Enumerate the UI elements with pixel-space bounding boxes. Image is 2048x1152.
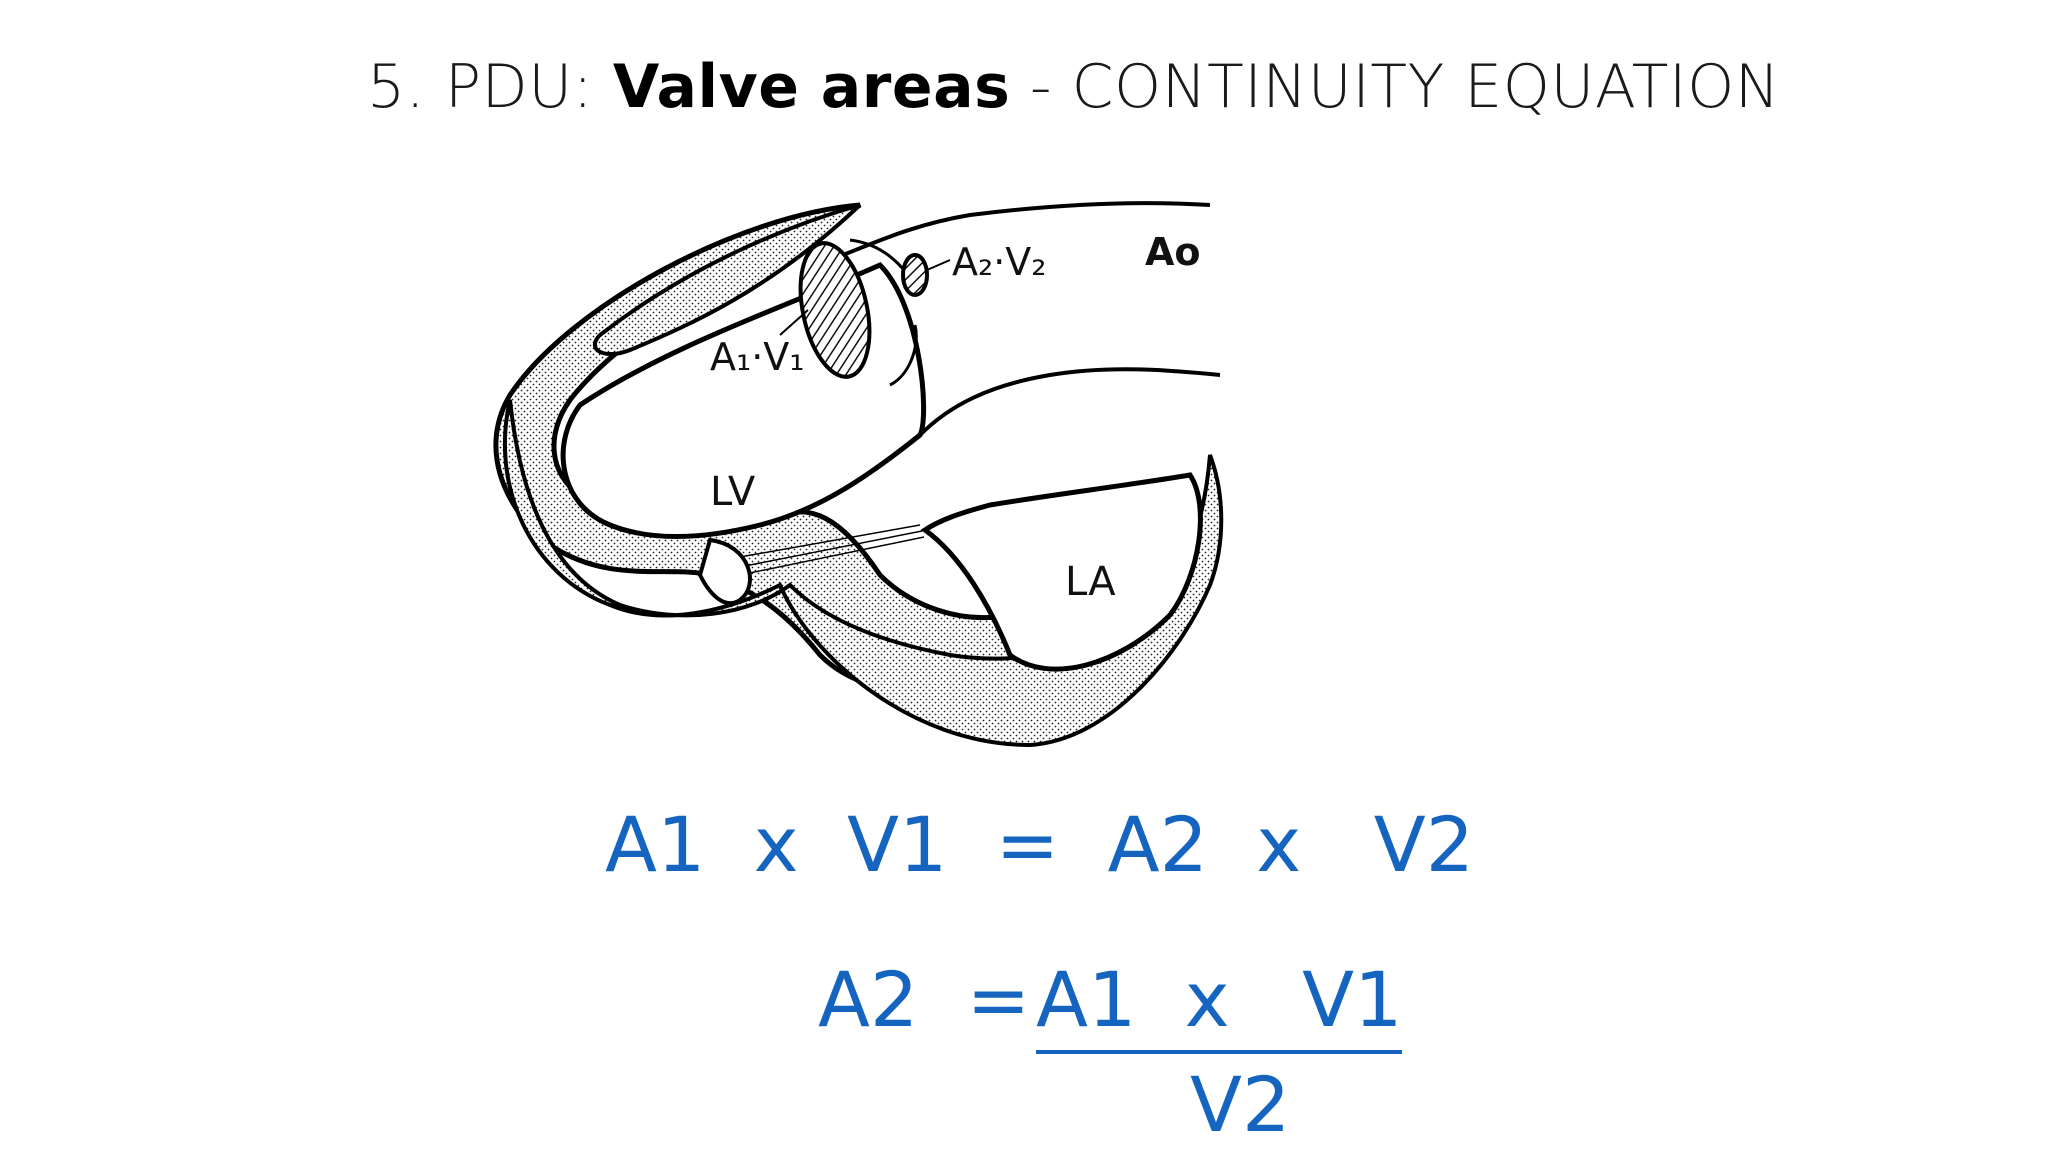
title-bold: Valve areas (612, 52, 1011, 122)
label-la: LA (1065, 559, 1116, 605)
label-lv: LV (710, 469, 756, 515)
label-ao: Ao (1145, 230, 1201, 274)
heart-diagram: LV LA Ao A₁·V₁ A₂·V₂ (493, 201, 1224, 748)
septum-wall (592, 203, 862, 356)
leader-a2 (926, 259, 951, 271)
aorta-lower-wall (918, 367, 1221, 437)
leader-a1 (779, 309, 809, 336)
a2-equation-denominator: V2 (1190, 1060, 1291, 1149)
la-cavity (920, 472, 1203, 672)
papillary-muscle (697, 537, 752, 606)
title-suffix: - CONTINUITY EQUATION (1010, 52, 1781, 122)
a2-equation-lhs: A2 = (818, 955, 1031, 1044)
mitral-chordae (739, 524, 925, 576)
continuity-equation: A1 x V1 = A2 x V2 (605, 800, 1475, 889)
label-a2v2: A₂·V₂ (952, 240, 1047, 284)
aorta-upper-wall (829, 201, 1211, 262)
label-a1v1: A₁·V₁ (710, 335, 805, 379)
aortic-orifice (901, 253, 929, 297)
title-prefix: 5. PDU: (367, 52, 613, 122)
lvot-cross-section (798, 241, 872, 379)
a2-equation-numerator: A1 x V1 (1036, 955, 1403, 1054)
slide-title: 5. PDU: Valve areas - CONTINUITY EQUATIO… (367, 52, 1780, 122)
